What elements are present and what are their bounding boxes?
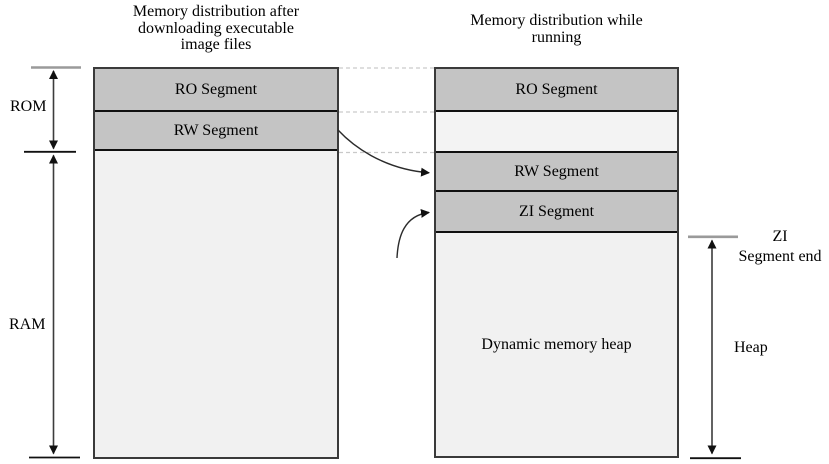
left-column-title: Memory distribution after downloading ex… [132,3,300,54]
unused-gap-right [436,112,677,153]
rw-segment-right-label: RW Segment [514,162,599,180]
rw-segment-right: RW Segment [436,153,677,192]
heap-segment-right: Dynamic memory heap [436,233,677,456]
ro-segment-right: RO Segment [436,69,677,112]
free-ram-area-left [95,151,337,457]
right-memory-box: RO Segment RW Segment ZI Segment Dynamic… [434,67,679,458]
zi-init-arrow [396,208,430,259]
rw-copy-arrow [337,129,430,177]
heap-label: Heap [734,339,768,356]
rw-segment-left-label: RW Segment [173,121,259,139]
right-column-title: Memory distribution while running [470,12,643,46]
heap-segment-label: Dynamic memory heap [481,335,632,353]
zi-segment-end-label: ZI Segment end [738,228,822,265]
zi-segment-right-label: ZI Segment [518,202,595,220]
left-memory-box: RO Segment RW Segment [93,67,339,459]
ram-label: RAM [9,316,46,333]
ro-segment-left: RO Segment [95,69,337,112]
rom-label: ROM [10,98,47,115]
ro-segment-left-label: RO Segment [174,80,258,98]
rw-segment-left: RW Segment [95,112,337,151]
zi-segment-right: ZI Segment [436,192,677,233]
ro-segment-right-label: RO Segment [515,80,598,98]
